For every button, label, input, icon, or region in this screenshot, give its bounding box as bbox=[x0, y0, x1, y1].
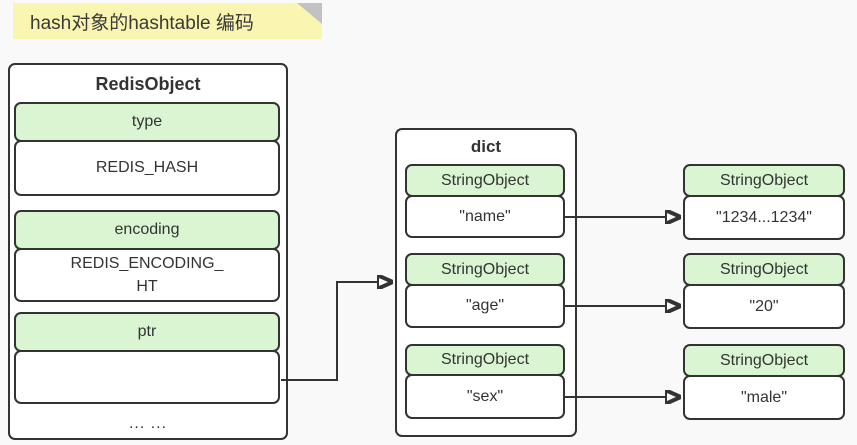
dict-entry-name-value: "name" bbox=[405, 195, 565, 238]
ptr-value-cell bbox=[14, 350, 280, 404]
redis-object-box: RedisObject type REDIS_HASH encoding RED… bbox=[8, 63, 288, 440]
dict-entry-age-value: "age" bbox=[405, 284, 565, 328]
ellipsis-label: ... ... bbox=[128, 415, 168, 432]
dict-title: dict bbox=[470, 137, 502, 156]
dict-entry-sex-header: StringObject bbox=[405, 344, 565, 376]
value-box-sex: StringObject "male" bbox=[683, 344, 845, 421]
value-box-age-header: StringObject bbox=[683, 253, 845, 286]
value-box-name-header: StringObject bbox=[683, 164, 845, 197]
type-value-cell: REDIS_HASH bbox=[14, 140, 280, 196]
encoding-header-cell: encoding bbox=[14, 210, 280, 250]
dict-entry-sex-value: "sex" bbox=[405, 374, 565, 419]
dict-entry-name-header: StringObject bbox=[405, 164, 565, 197]
ptr-to-dict-arrow bbox=[281, 282, 378, 381]
dict-box: dict StringObject "name" StringObject "a… bbox=[395, 128, 577, 437]
type-header-cell: type bbox=[14, 102, 280, 142]
value-box-sex-header: StringObject bbox=[683, 344, 845, 377]
dict-entry-age-header: StringObject bbox=[405, 253, 565, 286]
title-note-label: hash对象的hashtable 编码 bbox=[30, 12, 254, 34]
title-note: hash对象的hashtable 编码 bbox=[13, 3, 322, 39]
redis-object-title: RedisObject bbox=[95, 74, 201, 94]
value-box-name-value: "1234...1234" bbox=[683, 195, 845, 240]
ptr-header-cell: ptr bbox=[14, 312, 280, 352]
value-box-age: StringObject "20" bbox=[683, 253, 845, 330]
encoding-value-cell: REDIS_ENCODING_ HT bbox=[14, 248, 280, 302]
value-box-age-value: "20" bbox=[683, 284, 845, 329]
value-box-sex-value: "male" bbox=[683, 375, 845, 420]
value-box-name: StringObject "1234...1234" bbox=[683, 164, 845, 241]
